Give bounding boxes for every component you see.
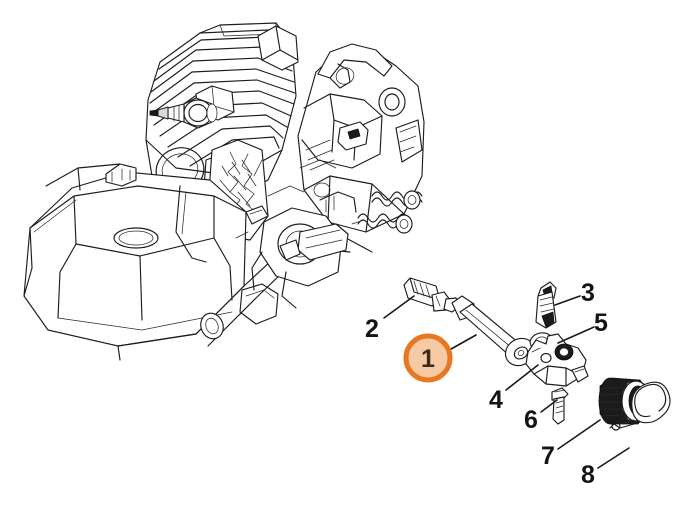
fuel-tank-housing [23,163,247,361]
callout-label-3: 3 [581,279,595,307]
part-3-pin [535,281,557,329]
leader-lines-group [383,295,630,469]
carburetor-linkage [245,191,357,309]
part-1-drive-shaft [451,295,536,367]
leader-line-7 [557,419,601,450]
callout-label-2: 2 [365,315,379,343]
leader-line-4 [505,364,539,391]
callout-label-8: 8 [581,461,595,489]
callout-label-1: 1 [421,345,435,373]
callout-label-4: 4 [489,386,503,414]
callout-label-6: 6 [524,406,538,434]
leader-line-3 [554,295,581,306]
misc-detail [235,159,365,239]
leader-line-6 [540,399,558,413]
callout-labels-group: 1 2 3 4 5 6 7 8 [365,279,608,489]
leader-line-2 [383,295,415,319]
highlight-circle-shape[interactable] [403,333,453,383]
callout-label-5: 5 [594,309,608,337]
exploded-parts-group [403,277,671,431]
leader-line-8 [597,447,630,469]
highlight-circle[interactable] [403,333,453,383]
chainsaw-engine-illustration [23,22,425,361]
leader-line-5 [557,326,595,344]
springs-group [357,190,423,234]
part-4-pump-body [525,333,589,387]
callout-label-7: 7 [541,442,555,470]
crankcase-housing [297,43,425,233]
part-2-bushing [403,277,461,313]
part-8-retaining-ring [609,381,671,431]
spark-plug [149,97,218,129]
part-6-screw [551,387,569,425]
cylinder-assembly [145,22,299,177]
